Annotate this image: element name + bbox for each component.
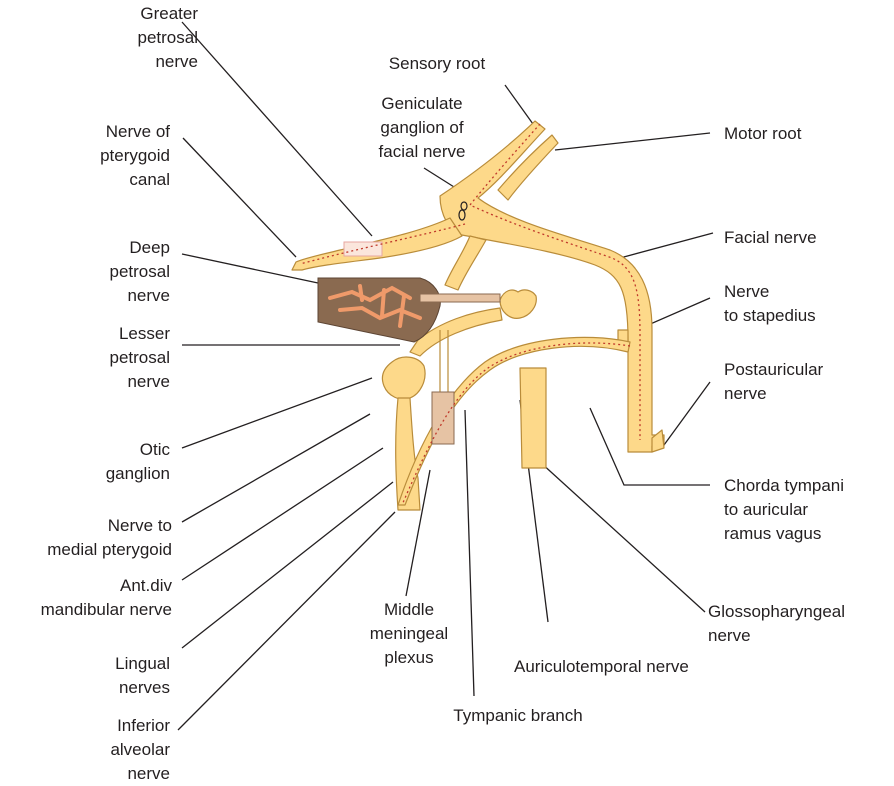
leader-otic-ganglion	[182, 378, 372, 448]
leader-sensory-root	[505, 85, 533, 124]
facial-nerve-body	[440, 121, 664, 452]
central-stem	[445, 236, 486, 290]
label-medial-pterygoid: Nerve to medial pterygoid	[20, 514, 172, 562]
leader-greater-petrosal	[182, 22, 372, 236]
label-lingual: Lingual nerves	[52, 652, 170, 700]
label-deep-petrosal: Deep petrosal nerve	[52, 236, 170, 308]
meningeal-plexus-block	[432, 392, 454, 444]
deep-petrosal-connector	[420, 294, 500, 302]
leader-medial-pterygoid	[182, 414, 370, 522]
label-motor-root: Motor root	[724, 122, 864, 146]
postauricular-stub	[652, 430, 664, 452]
label-inferior-alveolar: Inferior alveolar nerve	[52, 714, 170, 786]
label-stapedius: Nerve to stapedius	[724, 280, 874, 328]
leader-motor-root	[555, 133, 710, 150]
glossopharyngeal-trunk	[520, 368, 546, 468]
label-pterygoid-canal: Nerve of pterygoid canal	[52, 120, 170, 192]
label-sensory-root: Sensory root	[372, 52, 502, 76]
label-middle-meningeal: Middle meningeal plexus	[354, 598, 464, 670]
label-facial-nerve: Facial nerve	[724, 226, 864, 250]
leader-tympanic-branch	[465, 410, 474, 696]
label-otic-ganglion: Otic ganglion	[52, 438, 170, 486]
label-greater-petrosal: Greater petrosal nerve	[80, 2, 198, 74]
otic-ganglion-body	[382, 357, 425, 399]
tympanic-plexus	[500, 290, 536, 318]
label-lesser-petrosal: Lesser petrosal nerve	[52, 322, 170, 394]
leader-facial-nerve	[620, 233, 713, 258]
leader-postauricular	[664, 382, 710, 445]
bone-shape	[318, 278, 440, 342]
label-glossopharyngeal: Glossopharyngeal nerve	[708, 600, 892, 648]
label-postauricular: Postauricular nerve	[724, 358, 874, 406]
label-geniculate: Geniculate ganglion of facial nerve	[352, 92, 492, 164]
label-tympanic-branch: Tympanic branch	[430, 704, 606, 728]
label-ant-div: Ant.div mandibular nerve	[4, 574, 172, 622]
label-auriculotemporal: Auriculotemporal nerve	[514, 655, 754, 679]
leader-pterygoid-canal	[183, 138, 296, 257]
label-chorda-tympani: Chorda tympani to auricular ramus vagus	[724, 474, 884, 546]
